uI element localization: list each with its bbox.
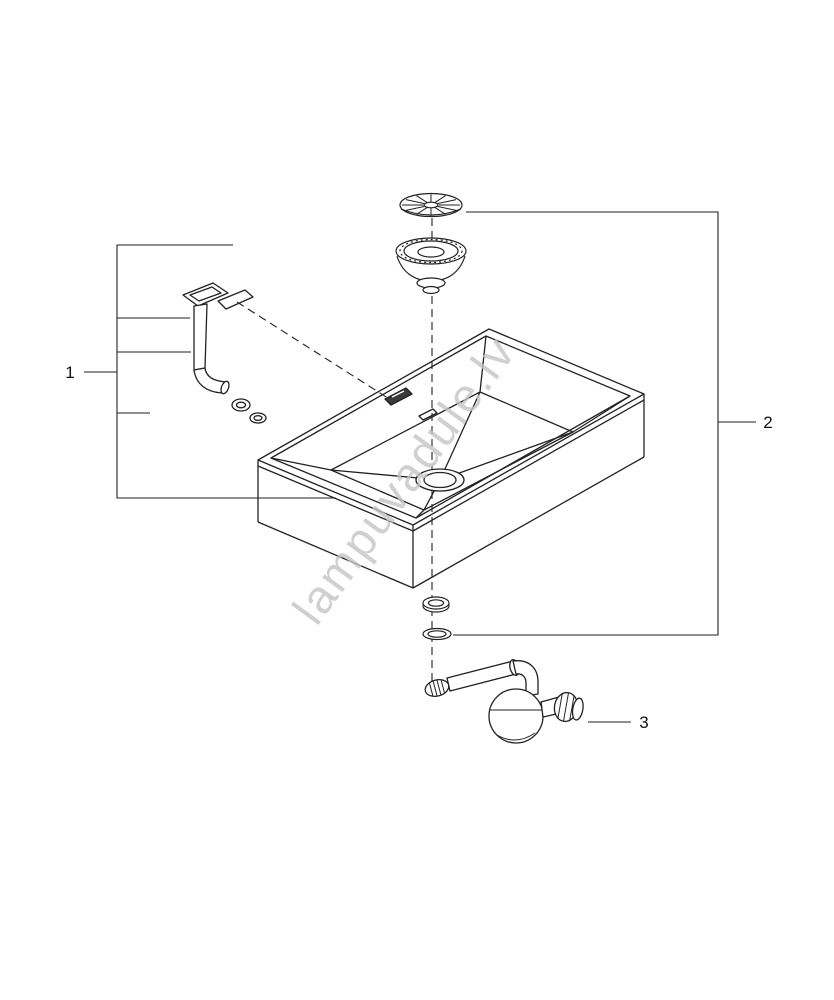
locking-ring (422, 596, 450, 613)
gasket-ring (422, 627, 452, 641)
part-label-3: 3 (639, 713, 648, 732)
strainer-cap-spokes (402, 194, 460, 216)
overflow-gasket-ring (249, 412, 267, 424)
inlet-nut (424, 679, 450, 697)
watermark-text: lampuvadule.lv (282, 326, 526, 633)
part2-bracket (453, 211, 756, 636)
drain-hole (415, 468, 465, 492)
part-label-2: 2 (763, 413, 772, 432)
strainer-cap (399, 192, 463, 218)
assembly-axis-lines (236, 218, 433, 681)
part1-bracket (84, 244, 336, 499)
overflow-hole (384, 387, 438, 421)
part-label-1: 1 (65, 363, 74, 382)
overflow-nut-ring (231, 398, 251, 412)
overflow-assembly (182, 282, 267, 424)
drain-basket (395, 237, 467, 295)
trap-assembly (424, 659, 584, 744)
outlet-coupling (553, 691, 584, 723)
sink-basin (257, 328, 645, 589)
